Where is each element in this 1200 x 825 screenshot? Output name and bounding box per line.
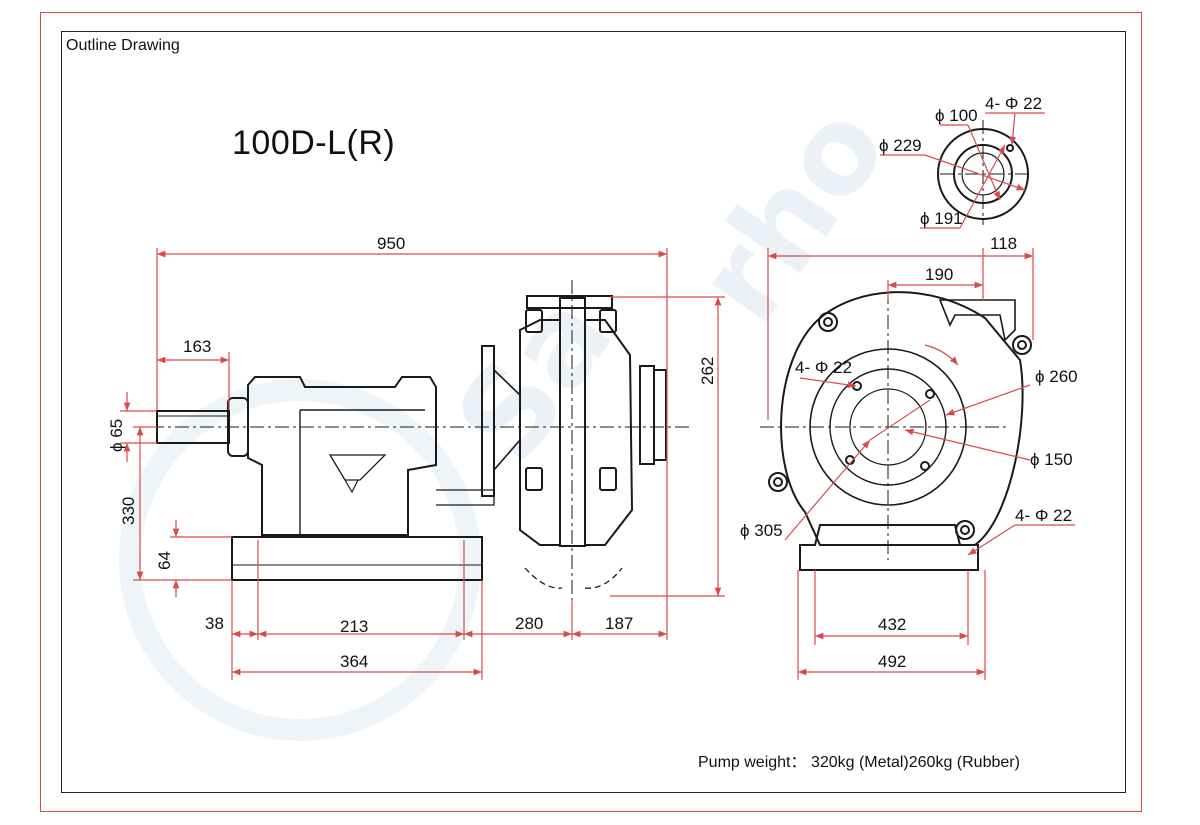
dim-base-length: 364 — [340, 652, 368, 671]
dim-base-offset: 38 — [205, 614, 224, 633]
dim-flange-inner: ϕ 100 — [935, 106, 978, 125]
dim-flange-bolt-circle: ϕ 191 — [920, 209, 963, 228]
dim-discharge-offset: 118 — [990, 234, 1017, 253]
dim-casing-holes: 4- Φ 22 — [795, 358, 852, 377]
dim-d305: ϕ 305 — [740, 521, 783, 540]
pump-weight-note: Pump weight： 320kg (Metal)260kg (Rubber) — [698, 754, 1020, 771]
dim-shaft-diameter: ϕ 65 — [107, 419, 126, 452]
section-title: Outline Drawing — [66, 37, 180, 54]
dim-shaft-extension: 163 — [183, 337, 211, 356]
dim-pump-to-discharge: 187 — [605, 614, 633, 633]
dim-discharge-center: 190 — [925, 265, 953, 284]
dim-d150: ϕ 150 — [1030, 450, 1073, 469]
dim-foot-hole-spacing: 432 — [878, 615, 906, 634]
center-lines — [150, 120, 1030, 600]
dim-pump-height: 262 — [698, 357, 717, 385]
dim-base-height: 64 — [155, 551, 174, 570]
dim-shaft-center-height: 330 — [119, 497, 138, 525]
dim-flange-holes: 4- Φ 22 — [985, 94, 1042, 113]
dimension-lines — [120, 112, 1075, 680]
drawing-border — [61, 31, 1126, 793]
flange-view-outline — [937, 128, 1029, 220]
dimension-labels: 950 163 ϕ 65 330 64 38 213 280 187 364 2… — [107, 94, 1078, 671]
dim-d260: ϕ 260 — [1035, 367, 1078, 386]
outer-frame — [40, 12, 1142, 812]
dim-foot-holes: 4- Φ 22 — [1015, 506, 1072, 525]
svg-text:Sa: Sa — [430, 270, 640, 487]
front-view-outline — [768, 291, 1032, 571]
dim-flange-outer: ϕ 229 — [879, 136, 922, 155]
dim-overall-length: 950 — [377, 234, 405, 253]
svg-text:rho: rho — [670, 81, 914, 347]
model-title: 100D-L(R) — [232, 124, 396, 162]
dim-base-width: 492 — [878, 652, 906, 671]
dim-frame-to-pump: 280 — [515, 614, 543, 633]
dim-base-hole-spacing: 213 — [340, 617, 368, 636]
